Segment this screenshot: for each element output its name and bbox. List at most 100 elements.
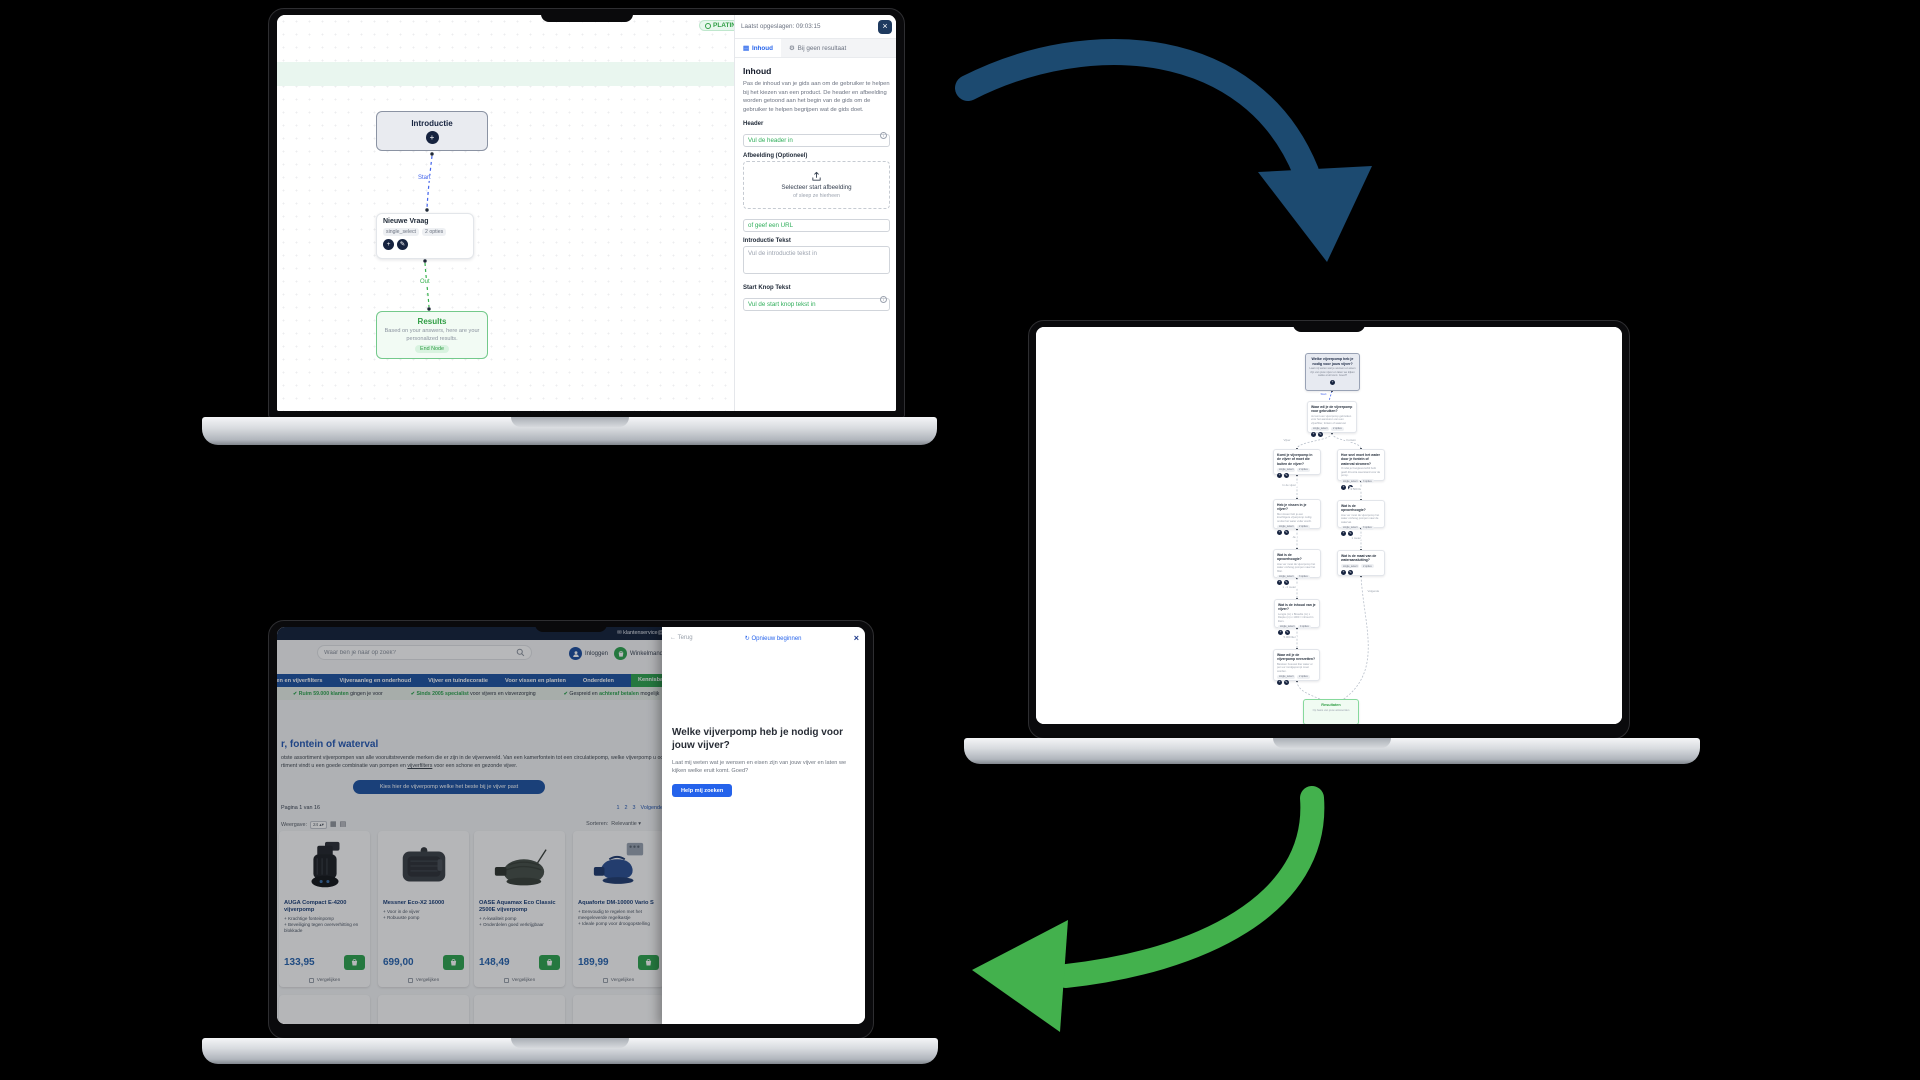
back-button[interactable]: ← Terug <box>670 635 693 641</box>
preview-node-question-3[interactable]: Hoe snel moet het water door je fontein … <box>1337 449 1385 490</box>
edit-button[interactable]: ✎ <box>1284 580 1289 586</box>
product-card[interactable]: OASE Aquamax Eco Classic 2500E vijverpom… <box>474 831 565 987</box>
login-button[interactable]: Inloggen <box>569 647 608 660</box>
preview-node-question-8[interactable]: Wat is de inhoud van je vijver? Lengte (… <box>1274 599 1320 636</box>
compare-checkbox[interactable] <box>407 978 413 983</box>
nav-item-vissen-planten[interactable]: Voor vissen en planten <box>505 677 566 684</box>
vijverfilters-link[interactable]: vijverfilters <box>407 762 433 769</box>
product-name[interactable]: Aquaforte DM-10000 Vario S <box>578 900 654 906</box>
display-count-stepper[interactable]: 24 ▴▾ <box>309 821 327 829</box>
add-button[interactable]: + <box>1277 680 1282 686</box>
image-upload-dropzone[interactable]: Selecteer start afbeelding of sleep ze h… <box>743 160 890 209</box>
image-url-input[interactable] <box>743 218 890 232</box>
guide-start-button[interactable]: Help mij zoeken <box>672 784 733 797</box>
arrow-blue-icon <box>955 39 1372 262</box>
next-page[interactable]: Volgende <box>640 805 663 811</box>
edit-button[interactable]: ✎ <box>1284 680 1289 686</box>
flow-canvas[interactable]: Start Out Introductie + Nieuwe Vraag sin… <box>277 15 742 411</box>
compare-checkbox[interactable] <box>602 978 608 983</box>
compare-checkbox[interactable] <box>503 978 509 983</box>
nav-item-tuindecoratie[interactable]: Vijver en tuindecoratie <box>428 677 489 684</box>
add-button[interactable]: + <box>1277 473 1282 479</box>
edit-button[interactable]: ✎ <box>1348 531 1353 537</box>
edit-button[interactable]: ✎ <box>397 239 408 250</box>
customer-service-email[interactable]: ✉ klantenservice@jor <box>617 630 669 636</box>
preview-node-question-7[interactable]: Wat is de maat van de wateraansluiting? … <box>1337 550 1385 576</box>
compare-option[interactable]: Vergelijken <box>378 978 469 983</box>
open-guide-button[interactable]: Kies hier de vijverpomp welke het beste … <box>353 780 545 794</box>
restart-button[interactable]: ↻ Opnieuw beginnen <box>744 635 802 642</box>
close-icon[interactable]: × <box>853 633 859 643</box>
nav-item-vijverpompen[interactable]: pen en vijverfilters <box>277 677 323 684</box>
page-3[interactable]: 3 <box>632 805 636 811</box>
flow-node-nieuwe-vraag[interactable]: Nieuwe Vraag single_select 2 opties + ✎ <box>376 213 474 259</box>
edit-button[interactable]: ✎ <box>1285 630 1290 636</box>
start-button-text-input[interactable] <box>743 297 890 311</box>
search-bar[interactable] <box>317 645 532 660</box>
product-card[interactable]: Aquaforte DM-10000 Vario S Eenvoudig te … <box>573 831 664 987</box>
product-price: 189,99 <box>578 957 609 968</box>
edit-button[interactable]: ✎ <box>1318 432 1323 438</box>
add-button[interactable]: + <box>1311 432 1316 438</box>
cart-button[interactable]: Winkelmand <box>614 647 663 660</box>
close-button[interactable]: × <box>878 19 892 34</box>
add-to-cart-button[interactable] <box>539 955 560 970</box>
page-2[interactable]: 2 <box>624 805 628 811</box>
add-connection-button[interactable]: + <box>425 130 439 144</box>
preview-node-question-2[interactable]: Komt je vijverpomp in de vijver of moet … <box>1273 449 1321 479</box>
edit-button[interactable]: ✎ <box>1284 473 1289 479</box>
tab-inhoud[interactable]: ▤ Inhoud <box>735 39 781 57</box>
intro-text-input[interactable] <box>743 245 890 274</box>
tab-bij-geen-resultaat[interactable]: ⚙ Bij geen resultaat <box>788 44 847 52</box>
webshop-page: ✉ klantenservice@jor <box>277 627 865 1024</box>
add-button[interactable]: + <box>1277 530 1282 536</box>
edit-button[interactable]: ✎ <box>1348 569 1353 575</box>
flow-node-introductie[interactable]: Introductie + <box>376 111 488 151</box>
compare-checkbox[interactable] <box>308 978 314 983</box>
node-description: Based on your answers, here are your per… <box>384 328 480 342</box>
compare-option[interactable]: Vergelijken <box>573 978 664 983</box>
preview-node-question-5[interactable]: Wat is de opvoerhoogte? Hoe ver moet de … <box>1337 500 1385 537</box>
preview-screen: Start Vijver Fontein In de vijver Ja 1 -… <box>1028 320 1630 739</box>
list-view-icon[interactable]: ▤ <box>339 821 347 828</box>
compare-option[interactable]: Vergelijken <box>474 978 565 983</box>
node-title: Results <box>417 317 447 327</box>
sort-select[interactable]: Relevantie ▾ <box>611 821 641 827</box>
preview-node-question-6[interactable]: Wat is de opvoerhoogte? Hoe ver moet de … <box>1273 549 1321 586</box>
preview-node-start[interactable]: Welke vijverpomp heb je nodig voor jouw … <box>1305 353 1360 391</box>
page-1[interactable]: 1 <box>616 805 620 811</box>
preview-node-question-1[interactable]: Waar wil je de vijverpomp voor gebruiken… <box>1307 401 1357 438</box>
edit-button[interactable]: ✎ <box>1284 530 1289 536</box>
preview-node-question-9[interactable]: Waar wil je de vijverpomp neerzetten? Be… <box>1273 649 1320 686</box>
product-name[interactable]: OASE Aquamax Eco Classic 2500E vijverpom… <box>479 900 556 914</box>
check-icon: ✔ <box>410 690 417 697</box>
add-to-cart-button[interactable] <box>344 955 365 970</box>
product-name[interactable]: AUGA Compact E-4200 vijverpomp <box>284 900 347 914</box>
header-input[interactable] <box>743 133 890 147</box>
add-to-cart-button[interactable] <box>443 955 464 970</box>
search-input[interactable] <box>324 649 516 656</box>
nav-item-vijveraanleg[interactable]: Vijveraanleg en onderhoud <box>339 677 412 684</box>
grid-view-icon[interactable]: ▦ <box>329 821 337 828</box>
add-connection-button[interactable]: + <box>1330 379 1335 385</box>
preview-node-question-4[interactable]: Heb je vissen in je vijver? Met vissen h… <box>1273 499 1321 536</box>
flow-node-results[interactable]: Results Based on your answers, here are … <box>376 311 488 359</box>
add-button[interactable]: + <box>1341 531 1346 537</box>
compare-option[interactable]: Vergelijken <box>279 978 370 983</box>
add-button[interactable]: + <box>1341 484 1346 490</box>
preview-node-result[interactable]: Resultaten Op basis van jouw antwoorden <box>1303 699 1359 724</box>
add-button[interactable]: + <box>1277 580 1282 586</box>
product-card[interactable]: Messner Eco-X2 16000 Voor in de vijver R… <box>378 831 469 987</box>
add-to-cart-button[interactable] <box>638 955 659 970</box>
product-name[interactable]: Messner Eco-X2 16000 <box>383 900 445 906</box>
intro-text-label: Introductie Tekst <box>743 237 791 244</box>
add-button[interactable]: + <box>383 239 394 250</box>
nav-item-onderdelen[interactable]: Onderdelen <box>582 677 614 684</box>
add-button[interactable]: + <box>1278 630 1283 636</box>
usp-item: ✔ Ruim 59.000 klanten gingen je voor <box>293 690 383 697</box>
canvas-banner <box>277 62 734 86</box>
preview-flow-canvas[interactable]: Start Vijver Fontein In de vijver Ja 1 -… <box>1036 327 1622 724</box>
add-button[interactable]: + <box>1341 569 1346 575</box>
product-card[interactable]: AUGA Compact E-4200 vijverpomp Krachtige… <box>279 831 370 987</box>
edge-label: 1 - 2 meter <box>1281 585 1298 589</box>
